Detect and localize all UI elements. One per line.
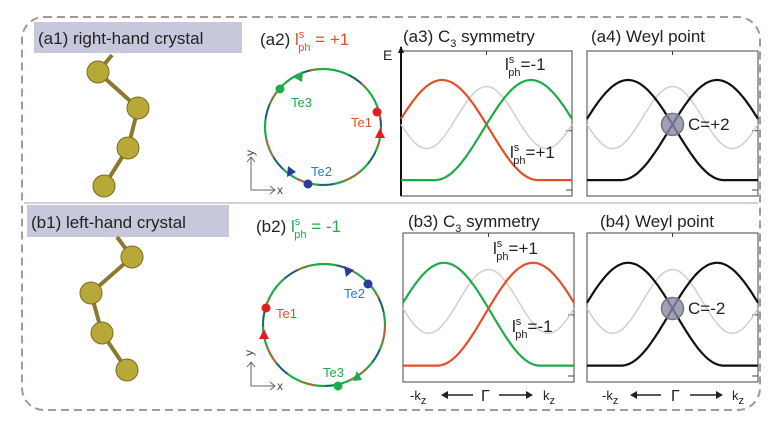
a4-weyl-point-marker — [660, 112, 685, 137]
b4-grey-band — [586, 268, 759, 334]
te3-label: Te3 — [291, 95, 312, 110]
green-arrow-icon — [293, 71, 303, 82]
energy-axis-label: E — [383, 47, 392, 63]
atom — [79, 281, 103, 305]
te1-dot — [261, 303, 271, 313]
te2-label: Te2 — [344, 286, 365, 301]
te1-label: Te1 — [276, 306, 297, 321]
a3-grey-band — [400, 85, 573, 150]
b4-weyl-point-marker — [660, 296, 685, 321]
svg-text:-kz: -kz — [410, 388, 426, 407]
atom — [115, 358, 139, 382]
te2-dot — [303, 179, 313, 189]
b3-band-2 — [403, 261, 575, 367]
a4-chern-label: C=+2 — [688, 115, 730, 134]
a3-title: (a3) C3 symmetry — [403, 27, 535, 50]
left-hand-chain — [79, 235, 144, 382]
red-arrow-icon — [259, 329, 269, 339]
b1-label: (b1) left-hand crystal — [31, 213, 186, 232]
b3-k-axis: -kz Γ kz — [410, 388, 555, 407]
svg-text:-kz: -kz — [602, 388, 618, 407]
blue-arrow-icon — [287, 166, 296, 177]
te3-label: Te3 — [323, 365, 344, 380]
b4-chern-label: C=-2 — [688, 299, 725, 318]
te2-dot — [363, 279, 373, 289]
a1-label: (a1) right-hand crystal — [38, 29, 203, 48]
b2-xy-axes — [246, 361, 276, 391]
b3-band-1 — [402, 261, 574, 367]
outer-dashed-frame — [21, 16, 761, 411]
y-axis-label: y — [242, 350, 256, 356]
y-axis-label: y — [243, 150, 257, 156]
a3-band-1 — [400, 78, 572, 182]
atom — [92, 174, 116, 198]
atom — [86, 60, 110, 84]
a4-grey-band — [586, 85, 759, 150]
x-axis-label: x — [277, 183, 283, 197]
atom — [90, 321, 114, 345]
a4-title: (a4) Weyl point — [591, 27, 705, 46]
b4-k-axis: -kz Γ kz — [602, 388, 744, 407]
te1-label: Te1 — [351, 115, 372, 130]
svg-text:kz: kz — [543, 388, 555, 407]
a3-band-2 — [401, 78, 573, 182]
right-hand-chain — [86, 53, 150, 198]
a1-label-box — [34, 22, 242, 53]
te3-dot — [275, 84, 285, 94]
svg-text:Γ: Γ — [481, 388, 490, 405]
green-arrow-icon — [353, 371, 362, 381]
b2-orbit — [259, 262, 387, 391]
atom — [126, 96, 150, 120]
atom — [120, 245, 144, 269]
energy-arrow-icon — [398, 46, 404, 53]
te2-label: Te2 — [311, 164, 332, 179]
x-axis-label: x — [277, 379, 283, 393]
b1-label-box — [27, 205, 229, 237]
red-arrow-icon — [375, 128, 385, 138]
atom — [116, 136, 140, 160]
b3-title: (b3) C3 symmetry — [408, 212, 540, 235]
a2-xy-axes — [246, 156, 276, 195]
svg-text:kz: kz — [732, 388, 744, 407]
blue-arrow-icon — [344, 266, 354, 277]
te1-dot — [372, 107, 382, 117]
b3-grey-band — [402, 268, 575, 334]
te3-dot — [333, 381, 343, 391]
svg-text:Γ: Γ — [671, 388, 680, 405]
a2-orbit — [263, 67, 385, 189]
b4-title: (b4) Weyl point — [600, 212, 714, 231]
